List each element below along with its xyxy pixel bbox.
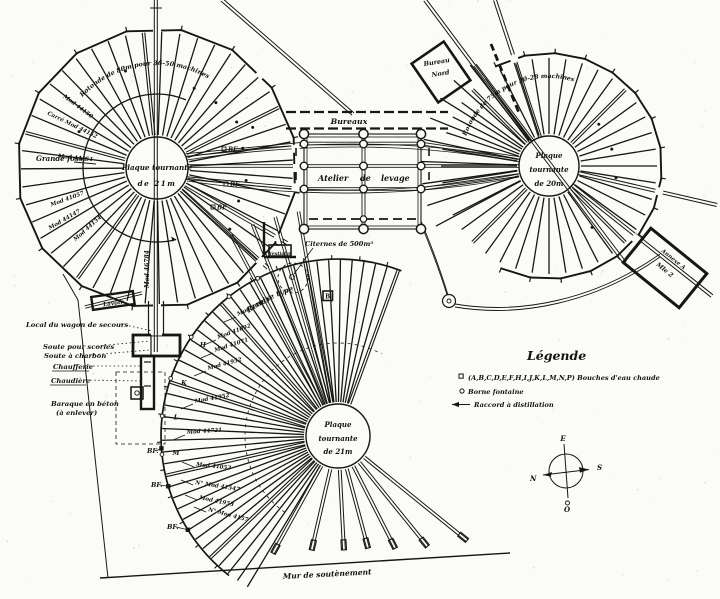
label-local-wagon: Local du wagon de secours xyxy=(25,321,129,329)
compass-vertical-axis xyxy=(563,443,569,499)
bureaux-label: Bureaux xyxy=(330,117,368,126)
compass-east-arrowhead xyxy=(579,467,589,473)
label-soute-charbon: Soute à charbon xyxy=(44,352,106,360)
bf-marker-label: BF xyxy=(229,182,240,189)
fan-arc-letter: K xyxy=(180,379,187,387)
right-turntable-name-2: tournante xyxy=(529,165,569,174)
track-overlays xyxy=(147,0,627,352)
compass-label-e: E xyxy=(559,434,566,443)
lavoir-label: Lavoir xyxy=(102,299,125,308)
fan-ray-label: Mod 41052 xyxy=(195,462,232,472)
legend-item-arrow: Raccord à distillation xyxy=(473,401,554,409)
vestiaire-label: Vestiaire xyxy=(269,251,292,257)
compass-south-dot xyxy=(565,500,570,506)
left-turntable-diameter: de 21m xyxy=(138,179,177,188)
left-turntable-label: Plaque tournante de 21m xyxy=(121,163,193,188)
bureau-nord-building xyxy=(409,39,473,105)
bf-marker-label: BF xyxy=(216,205,227,212)
fan-arc-letter: L xyxy=(173,414,179,422)
label-soute-scories: Soute pour scories xyxy=(43,343,114,351)
fan-arc-letter: M xyxy=(171,449,180,457)
citerne-label: Citernes de 500m³ xyxy=(305,240,373,248)
grande-fosse-label: Grande fosse xyxy=(36,154,88,163)
remise-box: B xyxy=(322,290,334,302)
legend: Légende (A,B,C,D,E,F,H,I,J,K,L,M,N,P) Bo… xyxy=(452,348,660,409)
left-annotations: Local du wagon de secours Soute pour sco… xyxy=(25,321,129,417)
atelier-label-word1: Atelier xyxy=(317,173,349,183)
left-rotunda-ray-label: Mod 44151 xyxy=(57,154,94,164)
legend-circle-icon xyxy=(459,388,465,394)
compass-label-s: S xyxy=(597,463,602,472)
legend-arrow-icon xyxy=(452,401,470,408)
label-a-enlever: (à enlever) xyxy=(56,409,97,417)
legend-item-squares: (A,B,C,D,E,F,H,I,J,K,L,M,N,P) Bouches d'… xyxy=(468,374,660,382)
fan-turntable-name-2: tournante xyxy=(318,434,358,443)
label-chaudiere: Chaudière xyxy=(51,377,91,385)
remise-box-letter: B xyxy=(325,294,330,301)
atelier-label-word3: levage xyxy=(381,173,410,183)
left-turntable-name: Plaque tournante xyxy=(121,163,193,172)
compass-label-n: N xyxy=(529,474,537,483)
atelier-label: Atelier de levage xyxy=(317,173,410,183)
right-turntable-label: Plaque tournante de 20m xyxy=(529,151,569,188)
fan-turntable-name-1: Plaque xyxy=(324,420,352,429)
legend-title: Légende xyxy=(526,348,586,363)
fan-arc-letter: H xyxy=(199,341,207,349)
lavoir-label-group: Lavoir xyxy=(102,299,125,308)
small-buildings xyxy=(50,39,709,579)
turntable-fan xyxy=(155,211,470,588)
atelier-building xyxy=(286,110,448,235)
fan-bf-label: BF. xyxy=(146,447,159,455)
atelier-label-word2: de xyxy=(360,173,371,183)
fan-ray-label: Mod 44721 xyxy=(186,428,223,437)
bureau-nord-line2: Nord xyxy=(430,68,450,79)
fan-bf-label: BF. xyxy=(150,481,163,489)
compass-label-o: O xyxy=(564,505,571,514)
label-chaufferie: Chaufferie xyxy=(53,363,94,371)
legend-item-circle: Borne fontaine xyxy=(467,388,524,396)
compass-west-arrowhead xyxy=(543,472,552,477)
right-turntable-name-1: Plaque xyxy=(535,151,563,160)
label-baraque: Baraque en béton xyxy=(50,400,119,408)
vertical-track-label: Mod 46784 xyxy=(144,250,151,289)
legend-square-icon xyxy=(458,373,464,379)
right-rotunda xyxy=(421,43,666,283)
fan-turntable-label: Plaque tournante de 21m xyxy=(318,420,358,456)
compass-rose: E S N O xyxy=(529,434,602,514)
right-turntable-diameter: de 20m xyxy=(535,179,564,188)
fan-turntable-diameter: de 21m xyxy=(324,447,353,456)
bf-marker-label: BF xyxy=(227,147,238,154)
fan-bf-label: BF. xyxy=(166,523,179,531)
